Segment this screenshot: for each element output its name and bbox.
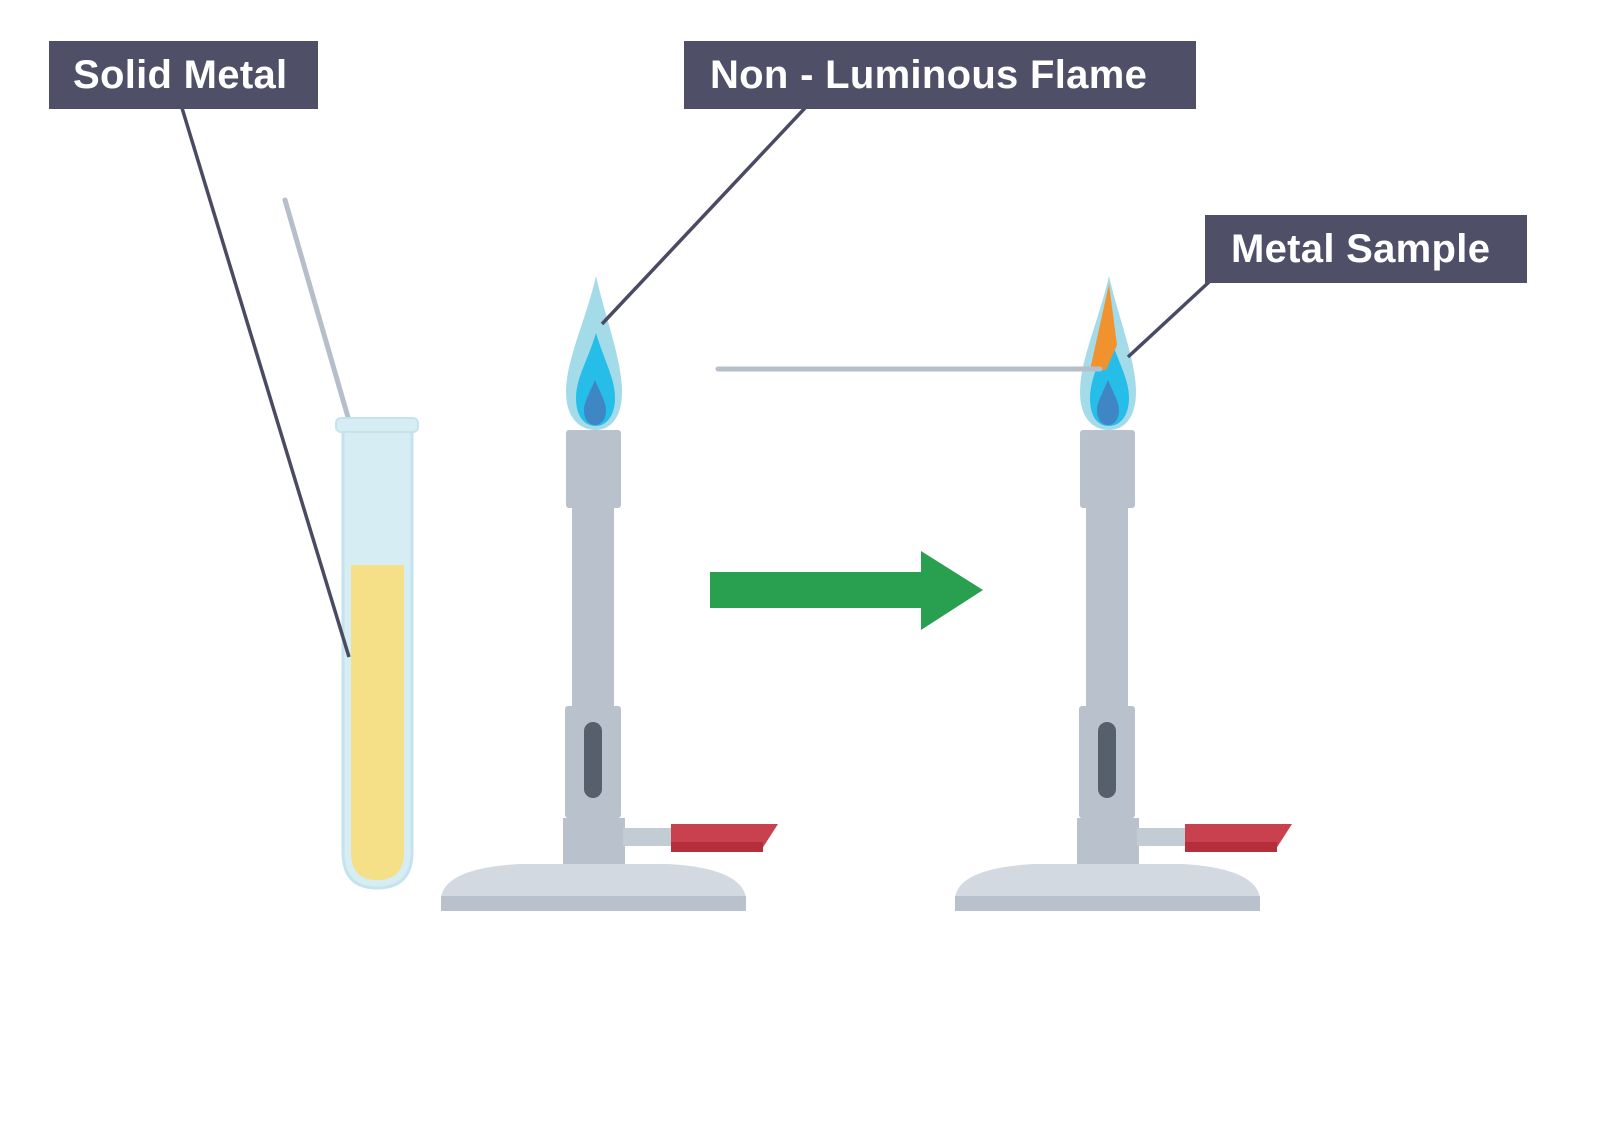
burner-collar-bottom xyxy=(563,818,625,864)
label-solid-metal-text: Solid Metal xyxy=(73,52,288,97)
label-solid-metal: Solid Metal xyxy=(49,41,318,109)
label-non-luminous-flame-text: Non - Luminous Flame xyxy=(710,52,1148,97)
leader-line-flame xyxy=(600,106,807,326)
bunsen-burner-icon xyxy=(441,276,778,911)
burner-barrel xyxy=(1086,506,1128,708)
metal-sample-flame xyxy=(1090,284,1117,370)
bunsen-burner-icon-right xyxy=(955,276,1292,911)
leader-line-solid-metal xyxy=(180,107,351,658)
burner-barrel xyxy=(572,506,614,708)
flame-inner xyxy=(584,380,606,425)
solid-metal-fill xyxy=(351,565,404,880)
burner-base xyxy=(955,864,1260,897)
burner-base-foot xyxy=(441,896,746,911)
gas-inlet xyxy=(1137,828,1187,846)
gas-inlet xyxy=(623,828,673,846)
gas-tap-shadow xyxy=(671,842,763,852)
burner-base-foot xyxy=(955,896,1260,911)
flame-inner xyxy=(1097,380,1119,425)
burner-top-collar xyxy=(1080,430,1135,508)
label-non-luminous-flame: Non - Luminous Flame xyxy=(684,41,1196,109)
burner-base xyxy=(441,864,746,897)
air-hole-icon xyxy=(1098,722,1116,798)
test-tube-lip xyxy=(335,417,419,433)
label-metal-sample-text: Metal Sample xyxy=(1231,226,1491,271)
burner-top-collar xyxy=(566,430,621,508)
gas-tap-shadow xyxy=(1185,842,1277,852)
air-hole-icon xyxy=(584,722,602,798)
label-metal-sample: Metal Sample xyxy=(1205,215,1527,283)
test-tube-icon xyxy=(335,417,419,890)
leader-line-sample xyxy=(1126,280,1211,359)
burner-collar-bottom xyxy=(1077,818,1139,864)
right-arrow-icon xyxy=(710,551,983,630)
